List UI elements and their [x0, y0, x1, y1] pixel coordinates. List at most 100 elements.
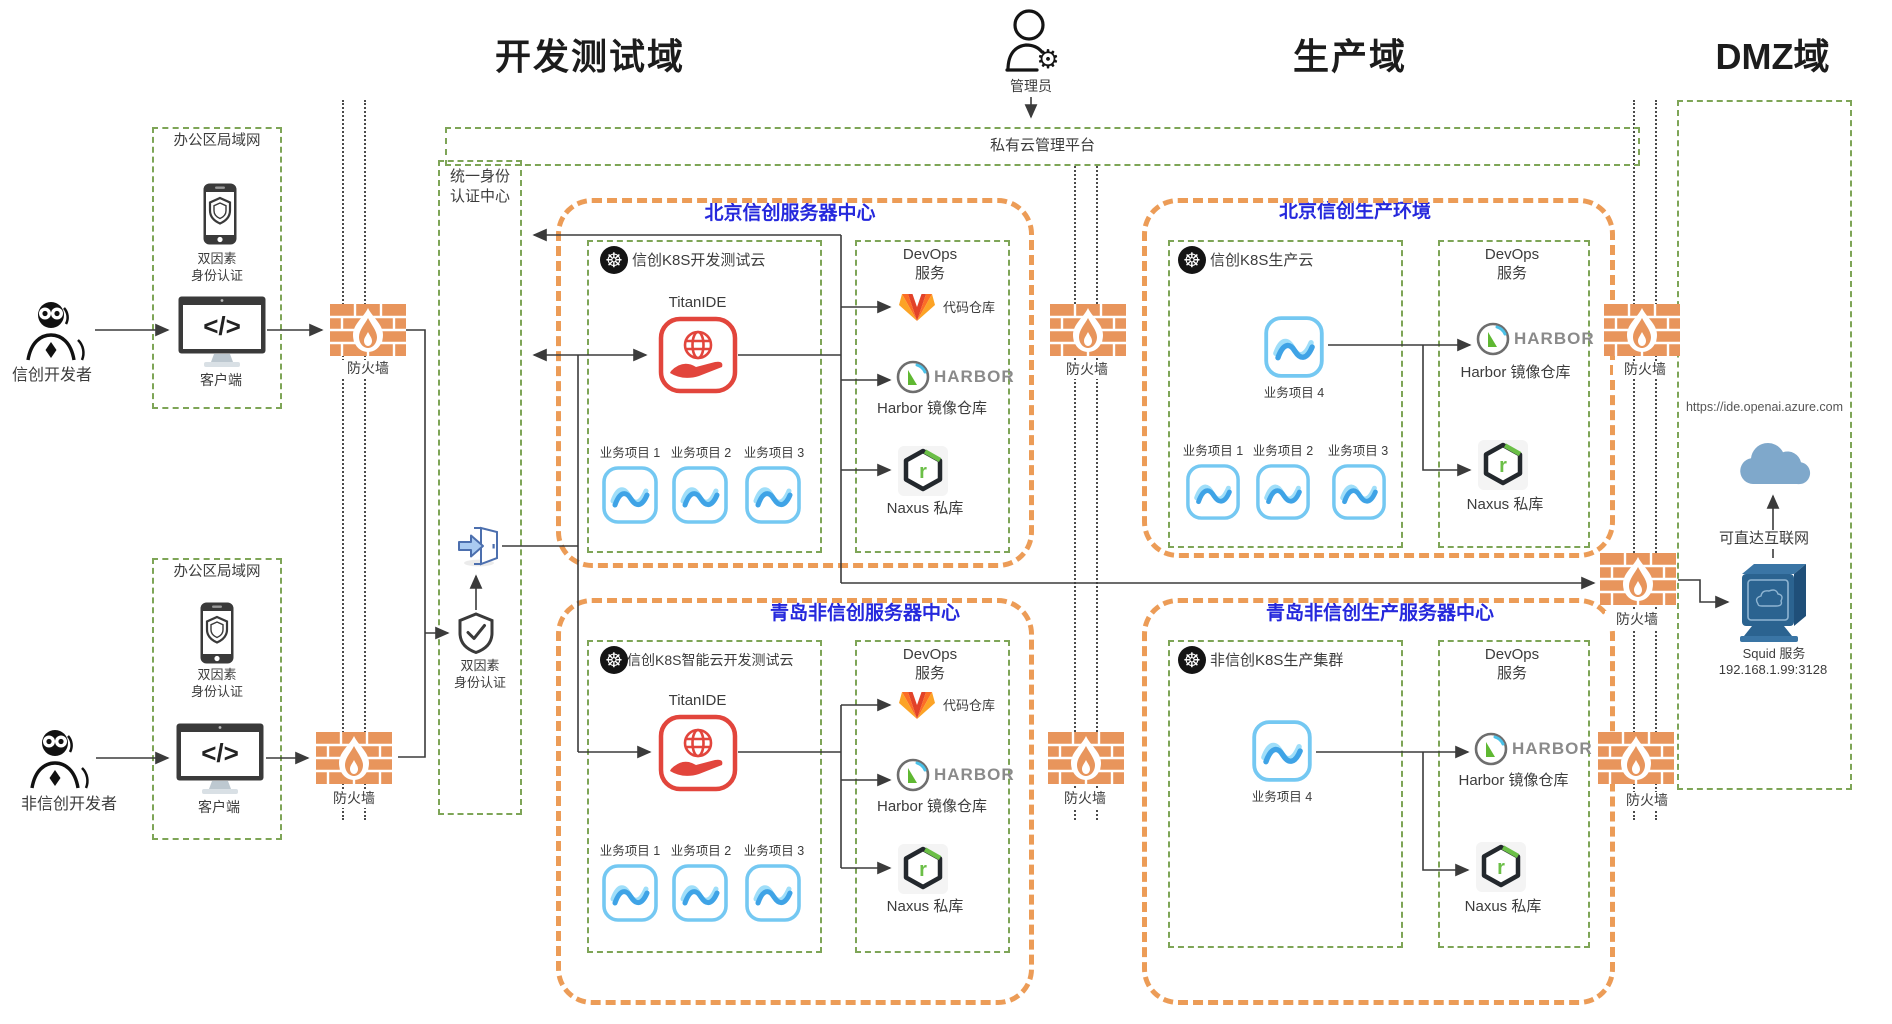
mfa-phone-icon-2 [200, 602, 234, 664]
qingdao-prod-center-box [1142, 598, 1615, 1005]
nexus-label-bj-dev: Naxus 私库 [886, 500, 964, 517]
client-label-2: 客户端 [198, 799, 240, 815]
beijing-prod-cloud-title: 信创K8S生产云 [1210, 252, 1314, 269]
project-icon-bj-prod-2 [1255, 464, 1311, 520]
harbor-icon [1476, 322, 1510, 356]
zone-title-devtest: 开发测试域 [494, 36, 685, 77]
office-lan-title-2: 办公区局域网 [173, 564, 261, 580]
harbor-logo-qd-prod: HARBOR [1474, 732, 1593, 766]
firewall-label-left-top: 防火墙 [336, 360, 400, 378]
qingdao-dev-cloud-box [587, 640, 822, 953]
qingdao-dev-center-box [556, 598, 1034, 1005]
nexus-label-bj-prod: Naxus 私库 [1466, 496, 1544, 513]
titanide-label-bj: TitanIDE [668, 294, 727, 311]
project-label-bj-prod-2: 业务项目 2 [1252, 444, 1314, 458]
developer-icon-non-xinchuang [28, 728, 92, 790]
project4-label-qd-prod: 业务项目 4 [1251, 790, 1313, 804]
harbor-logo-bj-dev: HARBOR [896, 360, 1015, 394]
project-icon-bj-prod-3 [1331, 464, 1387, 520]
nexus-icon-qd-dev [898, 844, 948, 894]
internet-cloud-icon [1735, 436, 1813, 488]
client-label-1: 客户端 [200, 372, 242, 388]
project4-icon-qd-prod [1250, 720, 1314, 782]
devops-title-bj-prod: DevOps [1484, 246, 1540, 263]
developer-label-non-xinchuang: 非信创开发者 [20, 796, 117, 813]
boundary-left-line-1 [342, 100, 344, 820]
qingdao-dev-cloud-title: 信创K8S智能云开发测试云 [627, 652, 794, 668]
project-icon-qd-dev-3 [745, 864, 801, 922]
harbor-caption-qd-dev: Harbor 镜像仓库 [876, 798, 988, 815]
developer-label-xinchuang: 信创开发者 [11, 367, 92, 384]
firewall-icon-mid-bottom [1048, 732, 1124, 784]
mfa-label-1-line1: 双因素 [197, 251, 237, 266]
client-monitor-icon-1 [178, 296, 266, 368]
zone-title-dmz: DMZ域 [1715, 36, 1830, 77]
mfa-phone-icon-1 [203, 183, 237, 245]
project-icon-bj-prod-1 [1185, 464, 1241, 520]
beijing-dev-center-title: 北京信创服务器中心 [640, 203, 940, 225]
qingdao-prod-devops-box [1438, 640, 1590, 948]
boundary-left-line-2 [364, 100, 366, 820]
harbor-icon [896, 360, 930, 394]
mfa-label-1-line2: 身份认证 [190, 268, 243, 283]
qingdao-dev-devops-box [855, 640, 1010, 953]
nexus-label-qd-dev: Naxus 私库 [886, 898, 964, 915]
firewall-icon-right-top [1604, 304, 1680, 356]
project-label-bj-dev-3: 业务项目 3 [743, 446, 805, 460]
devops-title-qd-prod: DevOps [1484, 646, 1540, 663]
harbor-icon [896, 758, 930, 792]
squid-address-label: 192.168.1.99:3128 [1718, 662, 1828, 677]
office-lan-box-2 [152, 558, 282, 840]
admin-label: 管理员 [1010, 78, 1052, 94]
firewall-icon-dmz [1600, 553, 1676, 605]
project4-icon-bj-prod [1262, 316, 1326, 378]
project-icon-qd-dev-2 [672, 864, 728, 922]
login-icon [456, 525, 500, 567]
harbor-icon [1474, 732, 1508, 766]
kubernetes-icon-bj-dev: ☸ [600, 246, 628, 274]
auth-center-title-line2: 认证中心 [449, 188, 510, 205]
boundary-mid-line-1 [1074, 166, 1076, 820]
client-monitor-icon-2 [176, 723, 264, 795]
beijing-dev-cloud-title: 信创K8S开发测试云 [632, 252, 766, 269]
project-label-qd-dev-2: 业务项目 2 [670, 844, 732, 858]
qingdao-prod-cloud-box [1168, 640, 1403, 948]
harbor-logo-bj-prod: HARBOR [1476, 322, 1595, 356]
code-repo-label-qd-dev: 代码仓库 [942, 698, 995, 713]
qingdao-prod-cloud-title: 非信创K8S生产集群 [1210, 652, 1344, 669]
beijing-dev-cloud-box [587, 240, 822, 553]
developer-icon-xinchuang [24, 300, 88, 362]
auth-center-title-line1: 统一身份 [449, 168, 510, 185]
squid-service-label: Squid 服务 [1742, 646, 1806, 661]
project-label-bj-prod-3: 业务项目 3 [1327, 444, 1389, 458]
boundary-mid-line-2 [1096, 166, 1098, 820]
beijing-prod-center-title: 北京信创生产环境 [1210, 201, 1500, 223]
project-label-qd-dev-1: 业务项目 1 [599, 844, 661, 858]
kubernetes-icon-qd-prod: ☸ [1178, 646, 1206, 674]
firewall-label-left-bottom: 防火墙 [322, 790, 386, 808]
kubernetes-icon-qd-dev: ☸ [600, 646, 628, 674]
qingdao-dev-center-title: 青岛非信创服务器中心 [760, 603, 970, 625]
project-icon-bj-dev-2 [672, 466, 728, 524]
project-icon-qd-dev-1 [602, 864, 658, 922]
devops-subtitle-bj-dev: 服务 [914, 265, 945, 282]
titanide-icon-bj [658, 316, 738, 394]
beijing-prod-center-box [1142, 198, 1615, 558]
harbor-logo-qd-dev: HARBOR [896, 758, 1015, 792]
nexus-icon-bj-prod [1478, 440, 1528, 490]
titanide-label-qd: TitanIDE [668, 692, 727, 709]
dmz-box [1677, 100, 1852, 790]
firewall-icon-mid-top [1050, 304, 1126, 356]
project4-label-bj-prod: 业务项目 4 [1263, 386, 1325, 400]
dmz-url: https://ide.openai.azure.com [1685, 400, 1844, 414]
boundary-right-line-1 [1633, 100, 1635, 820]
project-label-bj-dev-1: 业务项目 1 [599, 446, 661, 460]
titanide-icon-qd [658, 714, 738, 792]
office-lan-title-1: 办公区局域网 [173, 133, 261, 149]
beijing-prod-cloud-box [1168, 240, 1403, 548]
firewall-label-right-top: 防火墙 [1613, 361, 1677, 379]
devops-title-bj-dev: DevOps [902, 246, 958, 263]
firewall-label-right-bottom: 防火墙 [1615, 792, 1679, 810]
project-label-bj-prod-1: 业务项目 1 [1182, 444, 1244, 458]
devops-subtitle-bj-prod: 服务 [1496, 265, 1527, 282]
